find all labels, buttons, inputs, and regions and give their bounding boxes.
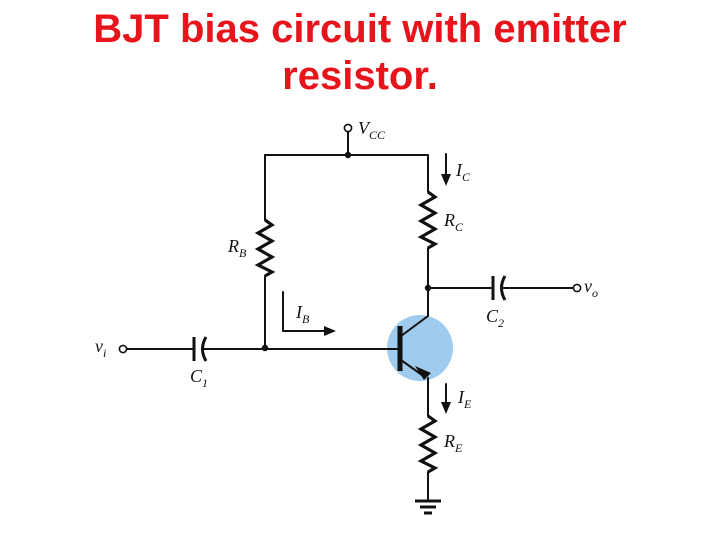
- ie-label: IE: [457, 387, 472, 411]
- title-line-1: BJT bias circuit with emitter: [93, 7, 627, 51]
- ground-symbol: [415, 499, 441, 515]
- base-node: [261, 344, 269, 352]
- ib-arrow: [282, 291, 336, 336]
- rc-resistor: [417, 190, 439, 250]
- transistor-highlight: [387, 315, 453, 381]
- vcc-terminal: [343, 123, 353, 159]
- c1-label: C1: [190, 366, 208, 390]
- rb-resistor: [254, 218, 276, 278]
- rc-label: RC: [443, 210, 464, 234]
- npn-transistor: [397, 315, 431, 380]
- title-line-2: resistor.: [282, 54, 438, 98]
- vcc-label: VCC: [358, 118, 386, 142]
- ic-label: IC: [455, 160, 471, 184]
- ib-label: IB: [295, 302, 310, 326]
- vo-terminal: [572, 283, 582, 293]
- slide-title: BJT bias circuit with emitter resistor.: [0, 6, 720, 100]
- re-label: RE: [443, 431, 463, 455]
- vo-label: vo: [584, 276, 598, 300]
- ic-arrow: [441, 153, 451, 186]
- vi-terminal: [118, 344, 128, 354]
- vi-label: vi: [95, 336, 106, 360]
- re-resistor: [417, 414, 439, 474]
- top-rail-wire: [264, 154, 429, 193]
- c2-label: C2: [486, 306, 504, 330]
- ie-arrow: [441, 383, 451, 414]
- rb-label: RB: [227, 236, 247, 260]
